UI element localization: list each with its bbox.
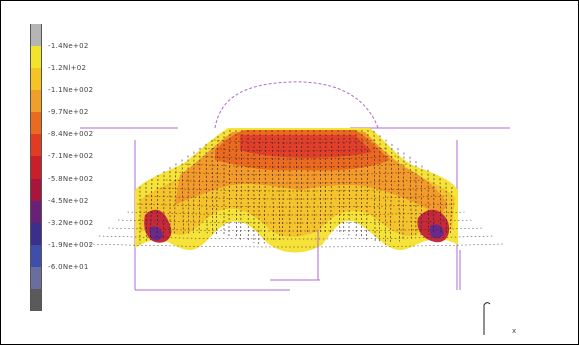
legend-swatch bbox=[30, 90, 42, 113]
legend-label: -1.4Ne+02 bbox=[48, 42, 89, 51]
mesh-line bbox=[205, 143, 208, 234]
mesh-line bbox=[348, 129, 351, 236]
mesh-line bbox=[228, 129, 231, 237]
mesh-line bbox=[379, 135, 381, 244]
legend-swatch bbox=[30, 200, 42, 224]
color-legend bbox=[30, 24, 42, 312]
mesh-line bbox=[319, 129, 321, 234]
mesh-line bbox=[330, 129, 333, 234]
mesh-line bbox=[127, 211, 465, 216]
mesh-line bbox=[213, 139, 379, 144]
mesh-line bbox=[337, 129, 341, 234]
mesh-line bbox=[390, 143, 393, 244]
legend-label: -5.8Ne+002 bbox=[48, 174, 94, 183]
mesh-line bbox=[271, 129, 275, 242]
contour-band bbox=[150, 226, 163, 241]
legend-swatch bbox=[30, 178, 42, 202]
mesh-line bbox=[98, 235, 494, 240]
mesh-line bbox=[137, 203, 455, 208]
mesh-line bbox=[295, 129, 299, 236]
legend-swatch bbox=[30, 266, 42, 290]
mesh-line bbox=[204, 147, 388, 152]
legend-label: -1.1Ne+002 bbox=[48, 86, 94, 95]
mesh-lines bbox=[89, 129, 503, 281]
mesh-line bbox=[300, 129, 303, 235]
legend-label: -6.0Ne+01 bbox=[48, 262, 89, 271]
axis-triad bbox=[483, 302, 491, 335]
mesh-line bbox=[258, 129, 261, 245]
legend-swatch bbox=[30, 24, 42, 47]
legend-label: -1.9Ne+002 bbox=[48, 240, 94, 249]
legend-swatch bbox=[30, 222, 42, 246]
model-stem bbox=[270, 230, 320, 281]
legend-swatch bbox=[30, 288, 42, 312]
mesh-line bbox=[181, 159, 184, 234]
mesh-line bbox=[156, 175, 159, 239]
mesh-line bbox=[117, 219, 475, 224]
legend-swatch bbox=[30, 134, 42, 157]
legend-swatch bbox=[30, 46, 42, 69]
mesh-line bbox=[108, 227, 484, 232]
mesh-line bbox=[146, 195, 446, 200]
mesh-line bbox=[216, 136, 219, 235]
contour-surface bbox=[135, 128, 458, 253]
mesh-line bbox=[409, 156, 412, 239]
mesh-line bbox=[402, 152, 405, 240]
legend-swatch bbox=[30, 112, 42, 135]
mesh-line bbox=[194, 155, 398, 160]
legend-swatch bbox=[30, 156, 42, 180]
legend-swatch bbox=[30, 68, 42, 91]
mesh-line bbox=[175, 171, 417, 176]
legend-label: -1.2Nl+02 bbox=[48, 64, 87, 73]
legend-label: -7.1Ne+002 bbox=[48, 152, 94, 161]
mesh-line bbox=[397, 148, 401, 242]
axis-triad-label: x bbox=[512, 327, 516, 335]
legend-label: -3.2Ne+002 bbox=[48, 218, 94, 227]
mesh-line bbox=[324, 129, 327, 234]
legend-label: -8.4Ne+002 bbox=[48, 130, 94, 139]
mesh-line bbox=[385, 139, 387, 245]
contour-band bbox=[240, 135, 372, 158]
mesh-line bbox=[373, 130, 376, 242]
mesh-line bbox=[263, 129, 267, 244]
legend-swatch bbox=[30, 244, 42, 268]
mesh-line bbox=[439, 178, 442, 234]
mesh-line bbox=[445, 182, 447, 234]
legend-label: -4.5Ne+02 bbox=[48, 196, 89, 205]
mesh-line bbox=[165, 179, 427, 184]
legend-label: -9.7Ne+02 bbox=[48, 108, 89, 117]
